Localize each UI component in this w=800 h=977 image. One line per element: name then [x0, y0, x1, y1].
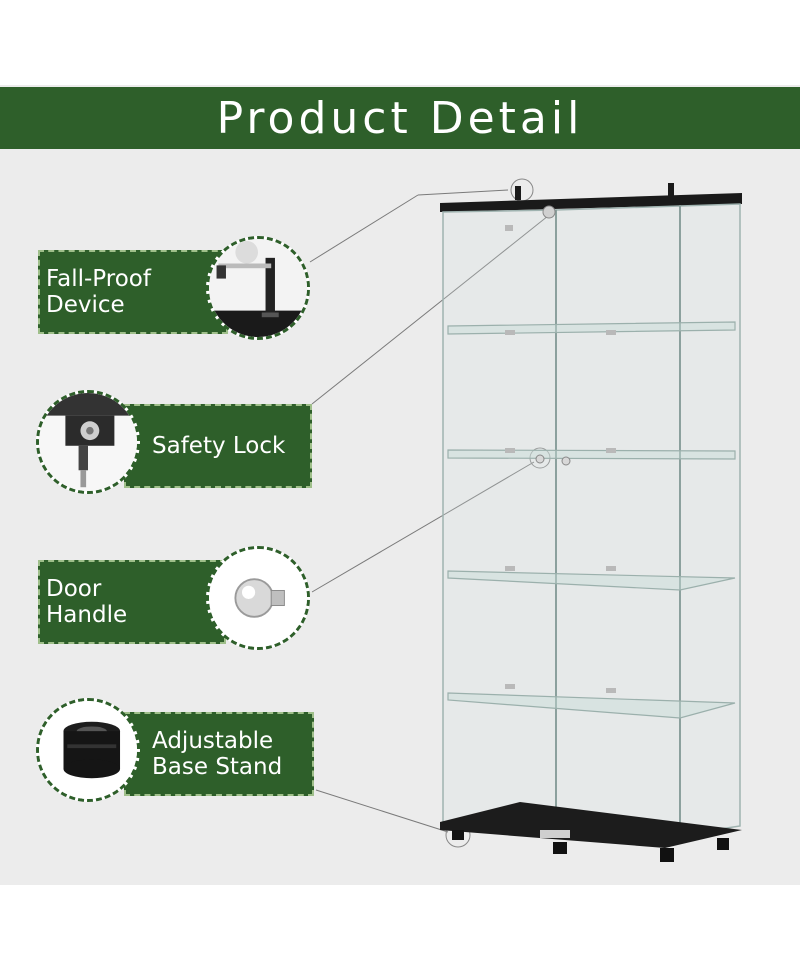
lock-icon — [36, 390, 140, 494]
page-title: Product Detail — [216, 92, 584, 144]
feature-label-safety-lock: Safety Lock — [124, 404, 312, 488]
feature-label-fall-proof-line2: Device — [46, 292, 125, 318]
foot-stand-icon — [36, 698, 140, 802]
feature-label-door-handle: Door Handle — [38, 560, 226, 644]
feature-label-door-handle-text: Door Handle — [46, 576, 128, 628]
feature-label-base-stand: Adjustable Base Stand — [124, 712, 314, 796]
knob-icon — [206, 546, 310, 650]
feature-label-fall-proof-line1: Fall-Proof — [46, 266, 151, 292]
feature-label-base-stand-line1: Adjustable — [152, 728, 274, 754]
fall-proof-bracket-icon — [206, 236, 310, 340]
feature-label-safety-lock-text: Safety Lock — [152, 433, 286, 459]
feature-label-base-stand-line2: Base Stand — [152, 754, 283, 780]
title-banner: Product Detail — [0, 87, 800, 149]
